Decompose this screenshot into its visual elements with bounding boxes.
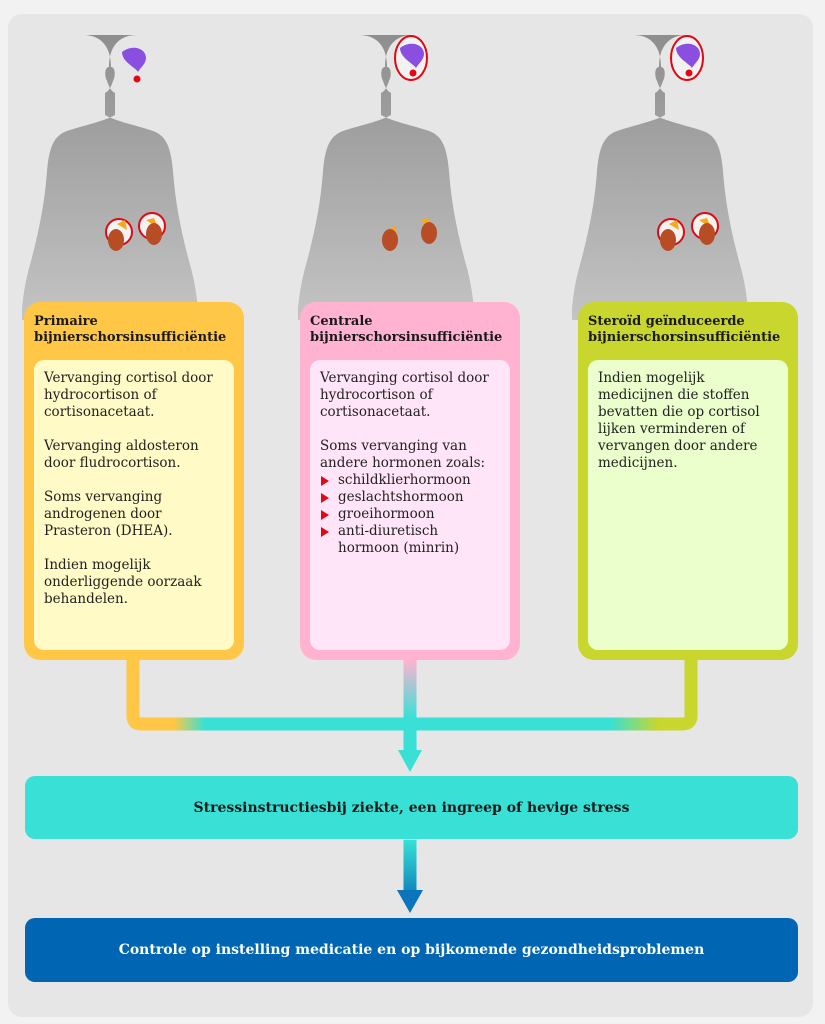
card-title: Steroïd geïnduceerde bijnierschorsinsuff…	[588, 314, 781, 345]
human-silhouette-icon	[298, 35, 475, 320]
bullet-triangle-icon	[321, 527, 329, 537]
list-item-text: anti-diuretisch hormoon (minrin)	[338, 523, 460, 556]
card-primary: Primaire bijnierschorsinsufficiëntie Ver…	[24, 302, 244, 660]
list-item: groeihormoon	[320, 506, 500, 523]
card-paragraph: Soms vervanging androgenen door Prastero…	[44, 489, 173, 539]
bullet-triangle-icon	[321, 476, 329, 486]
pituitary-icon	[676, 43, 700, 68]
list-item: anti-diuretisch hormoon (minrin)	[320, 523, 500, 557]
hormone-list: schildklierhormoon geslachtshormoon groe…	[320, 472, 500, 557]
human-silhouette-icon	[22, 35, 199, 320]
card-title: Primaire bijnierschorsinsufficiëntie	[34, 314, 227, 345]
bullet-triangle-icon	[321, 493, 329, 503]
card-body: Vervanging cortisol door hydrocortison o…	[34, 360, 234, 650]
card-body: Vervanging cortisol door hydrocortison o…	[310, 360, 510, 650]
list-item-text: schildklierhormoon	[338, 472, 471, 488]
list-item: schildklierhormoon	[320, 472, 500, 489]
card-paragraph: Vervanging cortisol door hydrocortison o…	[44, 370, 213, 420]
adrenal-icon	[382, 218, 437, 251]
body-figure-steroid	[572, 30, 802, 320]
card-paragraph: Indien mogelijk medicijnen die stoffen b…	[598, 370, 760, 471]
control-box: Controle op instelling medicatie en op b…	[25, 918, 798, 982]
list-item: geslachtshormoon	[320, 489, 500, 506]
card-steroid: Steroïd geïnduceerde bijnierschorsinsuff…	[578, 302, 798, 660]
card-paragraph: Vervanging aldosteron door fludrocortiso…	[44, 438, 199, 471]
pituitary-icon	[400, 43, 424, 68]
card-central: Centrale bijnierschorsinsufficiëntie Ver…	[300, 302, 520, 660]
card-paragraph: Soms vervanging van andere hormonen zoal…	[320, 438, 486, 471]
control-text: Controle op instelling medicatie en op b…	[118, 942, 705, 958]
card-paragraph: Indien mogelijk onderliggende oorzaak be…	[44, 557, 202, 607]
bullet-triangle-icon	[321, 510, 329, 520]
stress-instructions-box: Stressinstructiesbij ziekte, een ingreep…	[25, 776, 798, 839]
list-item-text: groeihormoon	[338, 506, 435, 522]
list-item-text: geslachtshormoon	[338, 489, 464, 505]
pituitary-icon	[122, 47, 146, 72]
body-figure-primary	[22, 30, 252, 320]
card-title: Centrale bijnierschorsinsufficiëntie	[310, 314, 503, 345]
adrenal-icon	[105, 212, 166, 251]
body-figure-central	[298, 30, 528, 320]
adrenal-icon	[657, 212, 719, 251]
card-paragraph: Vervanging cortisol door hydrocortison o…	[320, 370, 489, 420]
stress-instructions-text: Stressinstructiesbij ziekte, een ingreep…	[193, 799, 630, 816]
card-body: Indien mogelijk medicijnen die stoffen b…	[588, 360, 788, 650]
human-silhouette-icon	[572, 35, 749, 320]
